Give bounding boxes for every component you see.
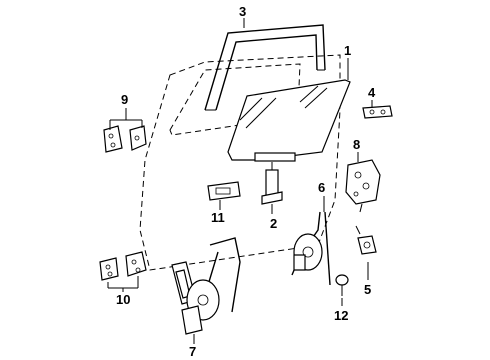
run-channel [204,24,326,111]
inside-handle [207,181,241,201]
callout-6: 6 [318,180,325,195]
callout-4: 4 [368,85,376,100]
rear-window-regulator [291,211,331,286]
callout-10: 10 [116,292,130,307]
door-glass [227,79,351,162]
outside-handle [362,105,393,119]
callout-2: 2 [270,216,277,231]
callout-11: 11 [211,210,225,225]
callout-7: 7 [189,344,196,359]
glass-channel-bracket [261,162,283,214]
door-lock-assembly [345,159,381,213]
upper-hinges [103,125,147,153]
callout-8: 8 [353,137,360,152]
callout-5: 5 [364,282,371,297]
callout-9: 9 [121,92,128,107]
fastener [335,274,349,296]
lower-hinges [99,251,147,281]
leader-lines [107,18,373,344]
callout-3: 3 [239,4,246,19]
window-motor [355,225,377,255]
callout-1: 1 [344,43,351,58]
callout-12: 12 [334,308,348,323]
front-window-regulator [171,237,241,335]
